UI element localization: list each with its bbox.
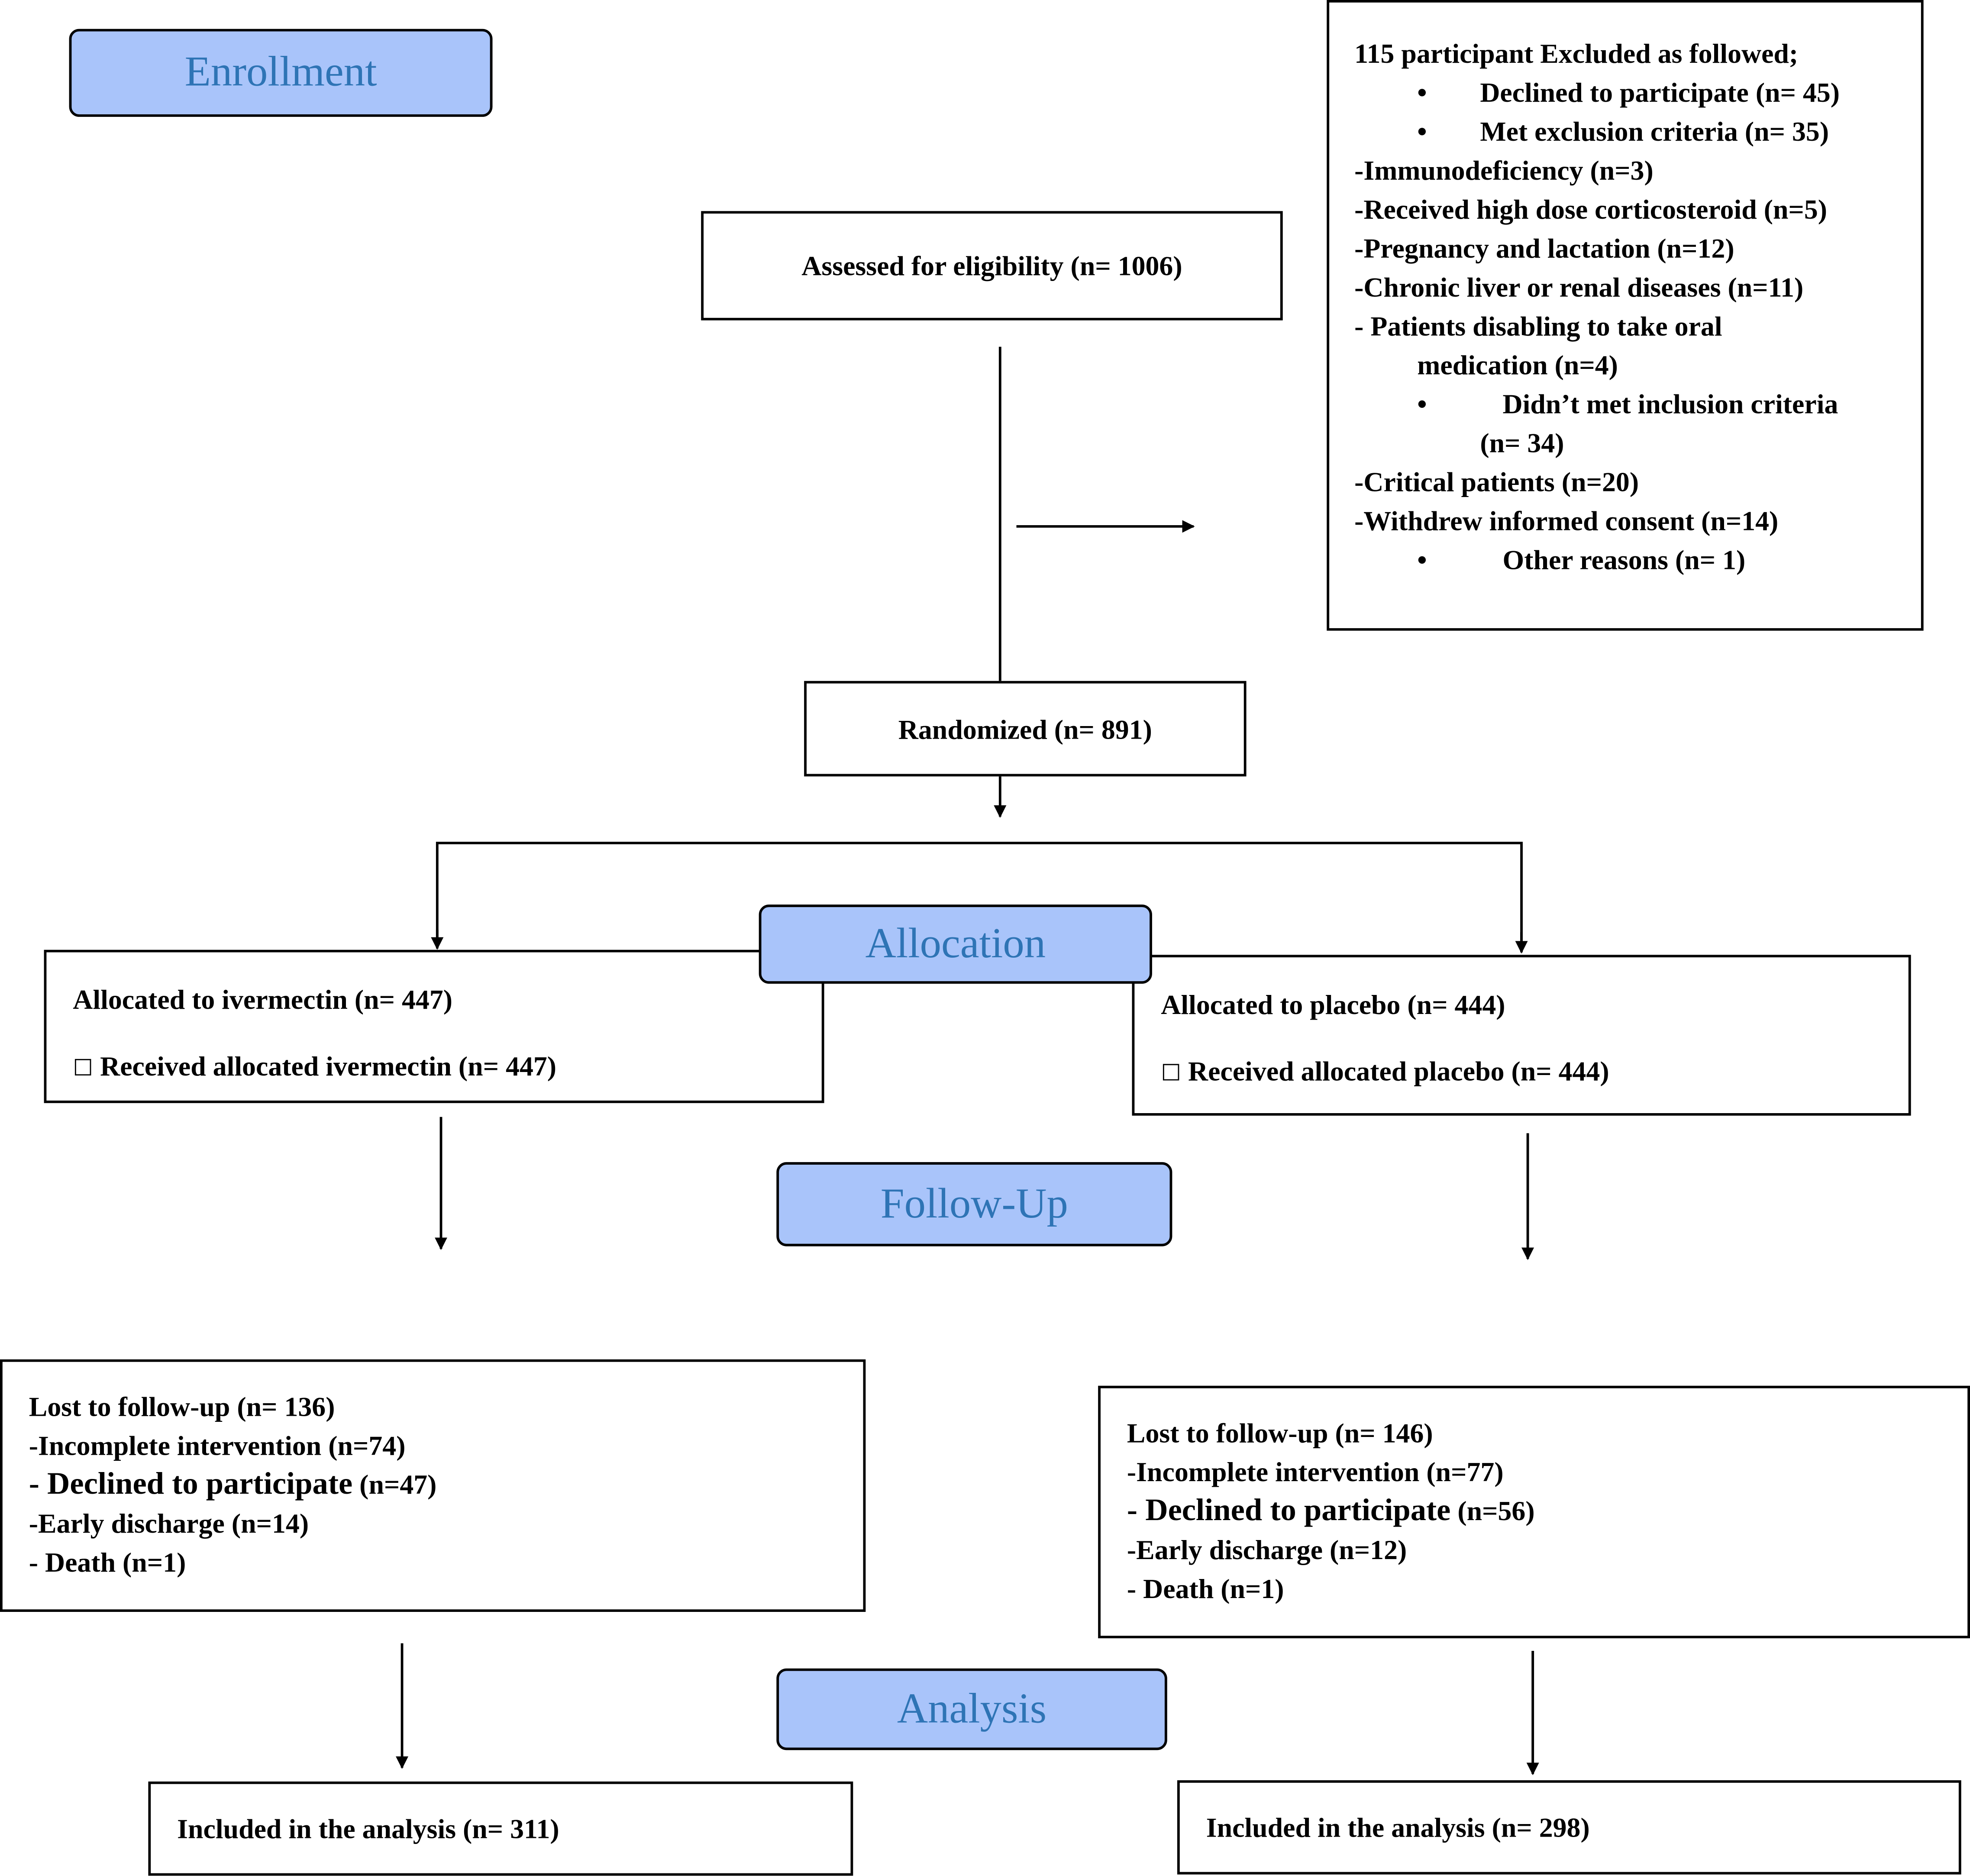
placebo-death: - Death (n=1) — [1127, 1573, 1284, 1605]
excluded-other-text: Other reasons (n= 1) — [1502, 544, 1746, 576]
excluded-met-exclusion: • Met exclusion criteria (n= 35) — [1354, 112, 1921, 151]
analysis-label: Analysis — [776, 1668, 1167, 1750]
placebo-allocation-box: Allocated to placebo (n= 444) ☐ Received… — [1132, 955, 1911, 1116]
placebo-incomplete: -Incomplete intervention (n=77) — [1127, 1456, 1504, 1488]
ivermectin-death: - Death (n=1) — [29, 1547, 186, 1578]
placebo-declined-label: - Declined to participate — [1127, 1494, 1451, 1528]
assessed-text: Assessed for eligibility (n= 1006) — [801, 250, 1182, 282]
exclusion-item: -Chronic liver or renal diseases (n=11) — [1354, 271, 1804, 303]
bullet-icon: • — [1417, 544, 1427, 576]
placebo-declined-count: (n=56) — [1450, 1495, 1535, 1527]
placebo-analysis-box: Included in the analysis (n= 298) — [1177, 1780, 1961, 1875]
excluded-declined-text: Declined to participate (n= 45) — [1480, 77, 1840, 108]
bullet-icon: • — [1417, 115, 1427, 147]
ivermectin-received: ☐ Received allocated ivermectin (n= 447) — [73, 1046, 821, 1088]
checkbox-icon: ☐ — [1161, 1060, 1182, 1087]
excluded-not-met-inclusion: • Didn’t met inclusion criteria — [1354, 384, 1921, 423]
ivermectin-lost-box: Lost to follow-up (n= 136) -Incomplete i… — [0, 1359, 866, 1612]
placebo-declined: - Declined to participate (n=56) — [1127, 1491, 1967, 1530]
ivermectin-declined-label: - Declined to participate — [29, 1467, 353, 1501]
ivermectin-declined: - Declined to participate (n=47) — [29, 1465, 863, 1504]
ivermectin-early: -Early discharge (n=14) — [29, 1508, 309, 1539]
exclusion-item: -Immunodeficiency (n=3) — [1354, 154, 1654, 186]
checkbox-icon: ☐ — [73, 1055, 94, 1082]
excluded-other: • Other reasons (n= 1) — [1354, 540, 1921, 579]
ivermectin-declined-count: (n=47) — [352, 1469, 437, 1500]
placebo-received-text: Received allocated placebo (n= 444) — [1188, 1055, 1609, 1087]
excluded-box: 115 participant Excluded as followed; • … — [1327, 0, 1924, 631]
inclusion-item: -Withdrew informed consent (n=14) — [1354, 505, 1779, 537]
ivermectin-analysis-box: Included in the analysis (n= 311) — [148, 1781, 853, 1876]
ivermectin-analysis-text: Included in the analysis (n= 311) — [177, 1813, 559, 1844]
excluded-declined: • Declined to participate (n= 45) — [1354, 73, 1921, 112]
assessed-box: Assessed for eligibility (n= 1006) — [701, 211, 1283, 320]
placebo-allocated: Allocated to placebo (n= 444) — [1161, 988, 1505, 1020]
excluded-not-met-inclusion-count: (n= 34) — [1480, 427, 1564, 459]
inclusion-item: -Critical patients (n=20) — [1354, 466, 1639, 498]
ivermectin-received-text: Received allocated ivermectin (n= 447) — [100, 1050, 557, 1082]
placebo-received: ☐ Received allocated placebo (n= 444) — [1161, 1052, 1909, 1093]
allocation-label: Allocation — [759, 904, 1152, 984]
ivermectin-allocated: Allocated to ivermectin (n= 447) — [73, 984, 453, 1015]
bullet-icon: • — [1417, 388, 1427, 420]
exclusion-item: medication (n=4) — [1417, 349, 1618, 381]
placebo-analysis-text: Included in the analysis (n= 298) — [1206, 1811, 1590, 1843]
exclusion-item: -Pregnancy and lactation (n=12) — [1354, 232, 1734, 264]
excluded-met-exclusion-text: Met exclusion criteria (n= 35) — [1480, 115, 1829, 147]
follow-up-label: Follow-Up — [776, 1162, 1172, 1246]
excluded-title: 115 participant Excluded as followed; — [1354, 38, 1799, 69]
ivermectin-lost-title: Lost to follow-up (n= 136) — [29, 1391, 335, 1422]
randomized-text: Randomized (n= 891) — [898, 713, 1152, 745]
placebo-lost-title: Lost to follow-up (n= 146) — [1127, 1417, 1433, 1449]
bullet-icon: • — [1417, 77, 1427, 108]
placebo-early: -Early discharge (n=12) — [1127, 1534, 1407, 1566]
exclusion-item: -Received high dose corticosteroid (n=5) — [1354, 193, 1828, 225]
exclusion-item: - Patients disabling to take oral — [1354, 310, 1722, 342]
placebo-lost-box: Lost to follow-up (n= 146) -Incomplete i… — [1098, 1385, 1970, 1638]
excluded-not-met-inclusion-text: Didn’t met inclusion criteria — [1502, 388, 1838, 420]
randomized-box: Randomized (n= 891) — [804, 681, 1247, 777]
enrollment-label: Enrollment — [69, 29, 493, 117]
ivermectin-incomplete: -Incomplete intervention (n=74) — [29, 1430, 406, 1461]
branch-line — [436, 842, 1523, 951]
ivermectin-allocation-box: Allocated to ivermectin (n= 447) ☐ Recei… — [44, 949, 824, 1103]
